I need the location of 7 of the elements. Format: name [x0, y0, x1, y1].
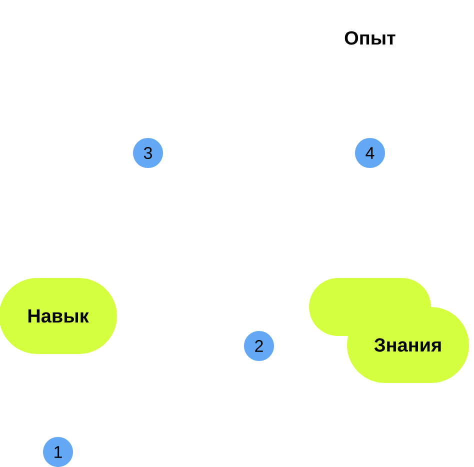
- callout-number: 1: [43, 437, 73, 467]
- callout-number: 4: [355, 138, 385, 168]
- pill-label: Навык: [0, 278, 117, 354]
- callout-number: 3: [133, 138, 163, 168]
- pill-label: Знания: [347, 307, 469, 383]
- heading-label: Опыт: [344, 31, 396, 45]
- callout-number: 2: [244, 331, 274, 361]
